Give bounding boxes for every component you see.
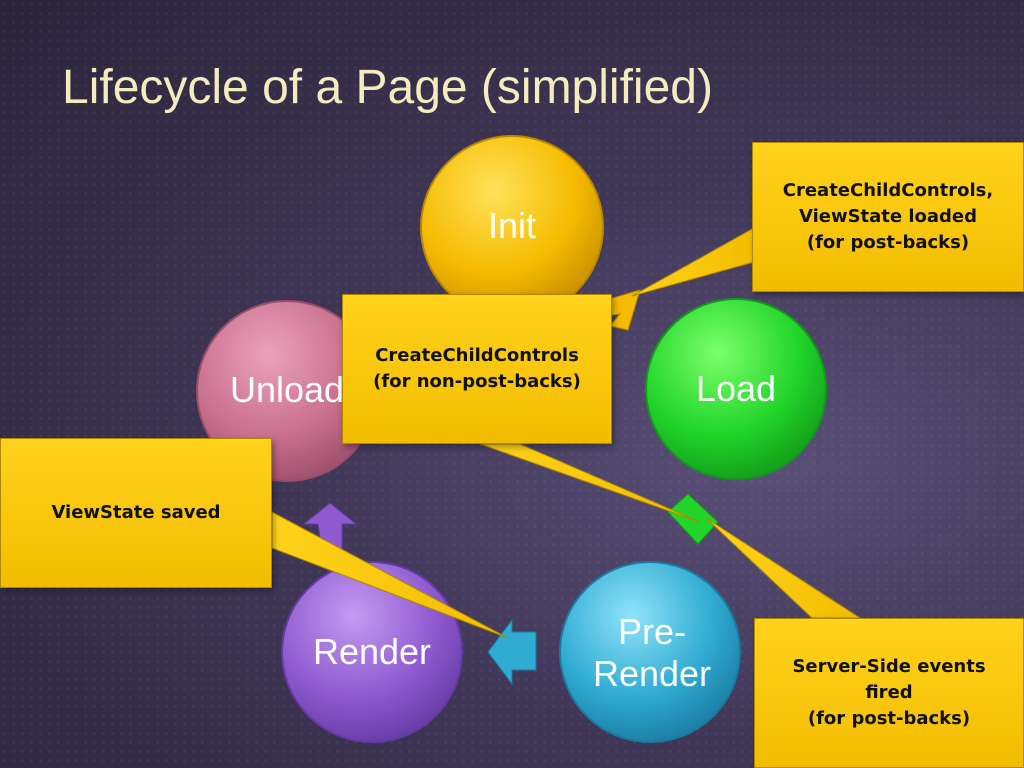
callout-pointer-postback xyxy=(631,227,755,297)
callout-server-events: Server-Side events fired (for post-backs… xyxy=(754,618,1024,768)
stage-load-label: Load xyxy=(696,368,776,409)
arrow-prerender-to-render-icon xyxy=(487,618,537,686)
callout-viewstate-saved-text: ViewState saved xyxy=(51,502,221,523)
callout-createchild-nonpostback-text: CreateChildControls (for non-post-backs) xyxy=(373,345,581,392)
callout-server-events-text: Server-Side events fired (for post-backs… xyxy=(792,656,986,729)
callout-createchild-nonpostback: CreateChildControls (for non-post-backs) xyxy=(342,294,612,444)
stage-unload: Unload xyxy=(196,300,378,482)
stage-init-label: Init xyxy=(488,205,536,246)
stage-init: Init xyxy=(420,135,604,319)
slide-title: Lifecycle of a Page (simplified) xyxy=(62,61,713,114)
callout-viewstate-saved: ViewState saved xyxy=(0,438,272,588)
callout-pointer-viewstate xyxy=(271,511,509,639)
arrow-render-to-unload-icon xyxy=(302,502,358,551)
stage-prerender-label-line2: Render xyxy=(593,653,711,694)
callout-createchild-postback: CreateChildControls, ViewState loaded (f… xyxy=(752,142,1024,292)
callout-createchild-postback-text: CreateChildControls, ViewState loaded (f… xyxy=(782,180,994,253)
stage-load: Load xyxy=(645,298,827,480)
stage-unload-label: Unload xyxy=(230,369,344,410)
callout-pointer-nonpostback xyxy=(479,443,701,523)
callout-pointer-server-events xyxy=(705,517,862,619)
stage-prerender: Pre- Render xyxy=(559,561,741,743)
stage-prerender-label-line1: Pre- xyxy=(618,611,686,652)
stage-render: Render xyxy=(281,561,463,743)
stage-render-label: Render xyxy=(313,631,431,672)
